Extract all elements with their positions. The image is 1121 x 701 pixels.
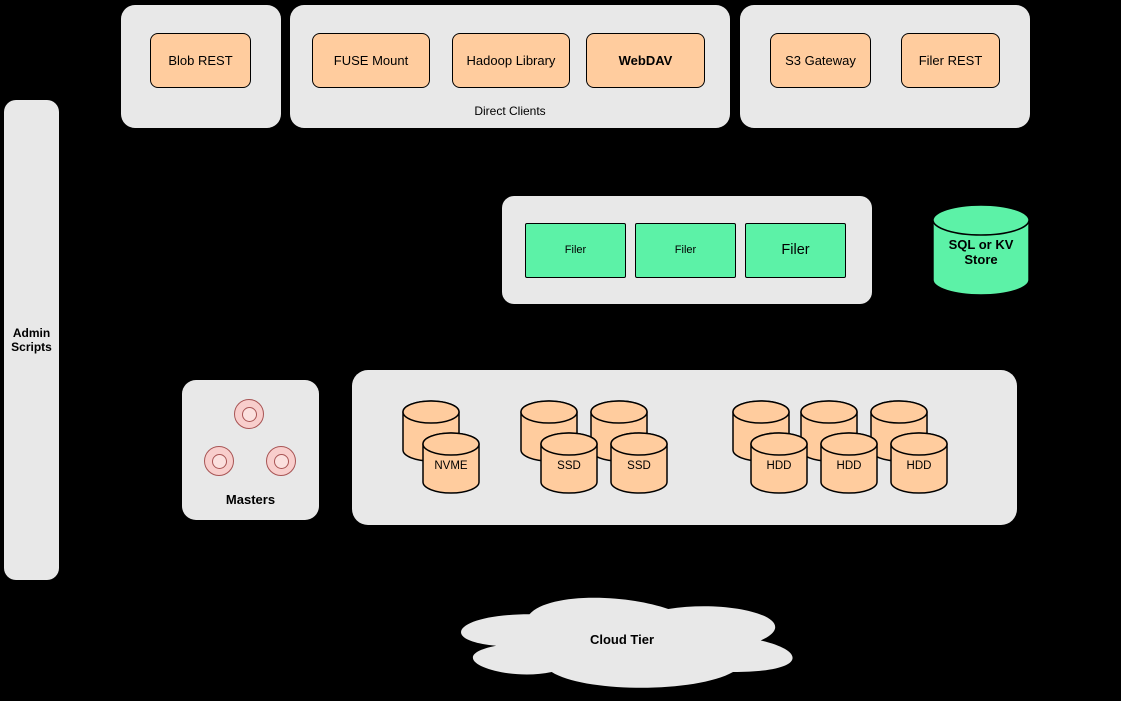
hdd-label: HDD [836, 460, 862, 472]
s3-gateway-node: S3 Gateway [770, 33, 871, 88]
hdd-label: HDD [766, 460, 792, 472]
masters-panel: Masters [182, 380, 319, 520]
masters-label: Masters [225, 492, 276, 507]
master-node-icon [266, 446, 296, 476]
hdd-disk-cylinder: HDD [820, 432, 878, 494]
hdd-disk-cylinder: HDD [750, 432, 808, 494]
blob-panel: Blob REST [121, 5, 281, 128]
hadoop-library-node: Hadoop Library [452, 33, 570, 88]
gateway-panel: S3 Gateway Filer REST [740, 5, 1030, 128]
filer-panel: Filer Filer Filer [502, 196, 872, 304]
nvme-disk-cylinder: NVME [422, 432, 480, 494]
blob-rest-node: Blob REST [150, 33, 251, 88]
disk-cylinder-icon [402, 400, 460, 462]
filer-node: Filer [635, 223, 736, 278]
cloud-icon [461, 597, 793, 688]
master-node-icon [204, 446, 234, 476]
filer-node: Filer [745, 223, 846, 278]
ssd-disk-cylinder: SSD [610, 432, 668, 494]
cloud-tier-shape: Cloud Tier [437, 588, 807, 693]
ssd-label: SSD [627, 460, 651, 472]
hdd-label: HDD [906, 460, 932, 472]
nvme-label: NVME [434, 460, 468, 472]
webdav-node: WebDAV [586, 33, 705, 88]
admin-scripts-label: Admin Scripts [11, 326, 52, 354]
sql-kv-store-cylinder: SQL or KV Store [932, 204, 1030, 296]
direct-clients-caption: Direct Clients [474, 104, 546, 118]
fuse-mount-node: FUSE Mount [312, 33, 430, 88]
hdd-disk-cylinder: HDD [890, 432, 948, 494]
master-node-icon [234, 399, 264, 429]
volume-servers-panel: NVME SSD SSD HDD [352, 370, 1017, 525]
sql-kv-store-label: SQL or KV Store [948, 237, 1014, 267]
direct-clients-panel: FUSE Mount Hadoop Library WebDAV Direct … [290, 5, 730, 128]
ssd-disk-cylinder: SSD [540, 432, 598, 494]
admin-scripts-panel: Admin Scripts [4, 100, 59, 580]
cloud-tier-label: Cloud Tier [589, 632, 655, 647]
database-cylinder-icon [932, 204, 1030, 296]
filer-node: Filer [525, 223, 626, 278]
ssd-label: SSD [557, 460, 581, 472]
filer-rest-node: Filer REST [901, 33, 1000, 88]
